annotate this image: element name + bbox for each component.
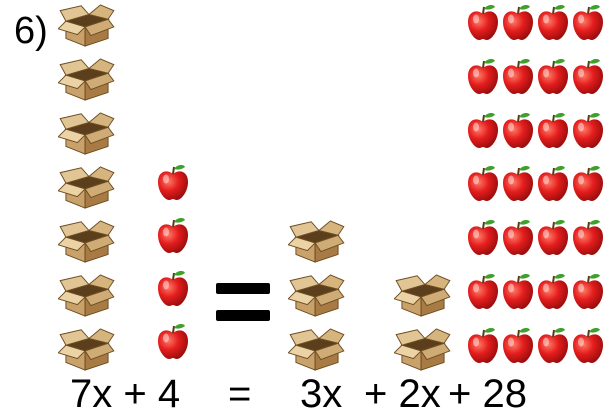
apple-icon <box>157 323 189 360</box>
apple-icon <box>537 4 569 41</box>
equation-equals: = <box>228 372 252 416</box>
apple-icon <box>537 326 569 364</box>
box-icon <box>394 328 451 371</box>
apple-icon <box>467 326 499 364</box>
apple-icon <box>572 219 604 257</box>
box-icon <box>58 220 115 263</box>
box-icon <box>288 274 345 317</box>
equation-right-term-3: + 28 <box>448 372 527 416</box>
box-icon <box>288 328 345 371</box>
apple-icon <box>467 4 499 41</box>
apple-icon <box>537 111 569 149</box>
apple-icon <box>502 4 534 41</box>
equation-right-term-2: + 2x <box>364 372 441 416</box>
apple-icon <box>537 57 569 95</box>
box-icon <box>288 220 345 263</box>
apple-icon <box>467 111 499 149</box>
apple-icon <box>502 326 534 364</box>
apple-icon <box>502 219 534 257</box>
problem-number: 6) <box>14 10 48 52</box>
apple-icon <box>572 273 604 310</box>
apple-icon <box>502 273 534 310</box>
apple-icon <box>572 111 604 149</box>
equation-right-term-1: 3x <box>300 372 343 416</box>
apple-icon <box>572 57 604 95</box>
apple-icon <box>157 217 189 254</box>
box-icon <box>58 112 115 155</box>
box-icon <box>58 328 115 371</box>
apple-icon <box>502 165 534 203</box>
box-icon <box>394 274 451 317</box>
apple-icon <box>502 111 534 149</box>
apple-icon <box>572 165 604 203</box>
apple-icon <box>157 270 189 307</box>
apple-icon <box>467 273 499 310</box>
equals-sign <box>216 283 270 323</box>
apple-icon <box>572 326 604 364</box>
box-icon <box>58 4 115 47</box>
apple-icon <box>467 57 499 95</box>
apple-icon <box>537 273 569 310</box>
equation-left-side: 7x + 4 <box>70 372 181 416</box>
apple-icon <box>157 164 189 201</box>
apple-icon <box>467 219 499 257</box>
apple-icon <box>467 165 499 203</box>
box-icon <box>58 166 115 209</box>
box-icon <box>58 274 115 317</box>
apple-icon <box>572 4 604 41</box>
apple-icon <box>537 219 569 257</box>
apple-icon <box>502 57 534 95</box>
box-icon <box>58 58 115 101</box>
apple-icon <box>537 165 569 203</box>
